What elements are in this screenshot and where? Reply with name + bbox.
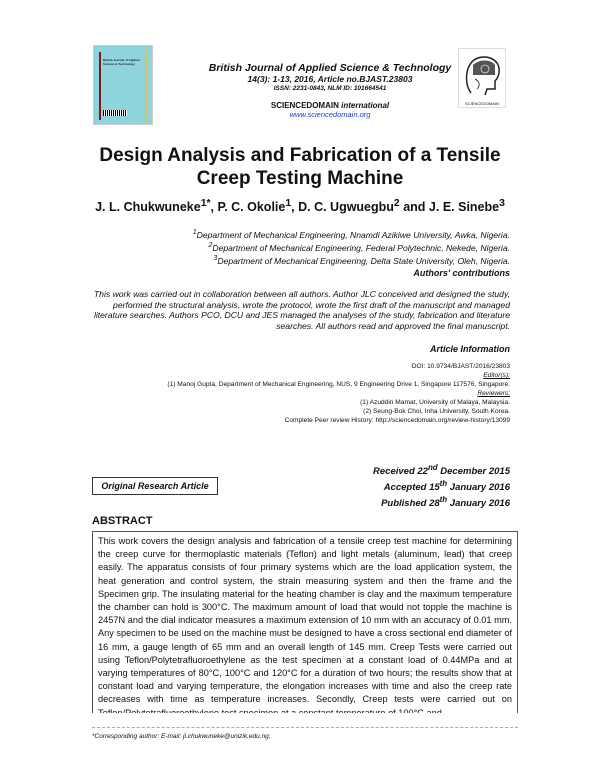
affiliation: 2Department of Mechanical Engineering, F… [100,240,510,253]
author-sup: 1 [285,198,292,209]
author-sup: 2 [393,198,400,209]
author-name: P. C. Okolie [217,200,286,215]
article-info: DOI: 10.9734/BJAST/2016/23803 Editor(s):… [100,362,510,425]
abstract-heading: ABSTRACT [92,515,153,527]
author-name: D. C. Ugwuegbu [298,200,394,215]
history-label: Complete Peer review History: [284,417,374,424]
published-rest: January 2016 [447,498,510,510]
contributions-text: This work was carried out in collaborati… [93,289,510,331]
published-label: Published 28 [381,498,440,510]
volume-info: 14(3): 1-13, 2016, Article no.BJAST.2380… [247,74,413,84]
affiliation-sup: 3 [213,253,218,262]
received-sup: nd [427,463,438,472]
received-label: Received 22 [373,466,428,478]
affiliation-sup: 1 [192,228,197,236]
barcode-icon [103,110,127,116]
cover-spine [99,52,101,120]
received-date: Received 22nd December 2015 [330,462,510,478]
publisher-suffix: international [341,101,390,110]
received-rest: December 2015 [437,466,510,478]
published-date: Published 28th January 2016 [330,494,510,510]
article-type-box: Original Research Article [92,477,218,495]
review-history-link[interactable]: http://sciencedomain.org/review-history/… [375,417,510,424]
author-name: J. E. Sinebe [428,200,500,215]
affiliation: 1Department of Mechanical Engineering, N… [100,227,510,240]
journal-name: British Journal of Applied Science & Tec… [208,62,452,74]
author-sup: 3 [499,198,505,209]
publisher: SCIENCEDOMAIN international [160,101,500,110]
issn: ISSN: 2231-0843, NLM ID: 101664541 [273,85,387,92]
contributions-heading: Authors' contributions [413,268,510,278]
affiliation-text: Department of Mechanical Engineering, Nn… [196,229,510,240]
abstract-text: This work covers the design analysis and… [92,531,518,713]
dates: Received 22nd December 2015 Accepted 15t… [330,462,510,510]
footnote-divider [92,727,518,728]
logo-caption: SCIENCEDOMAIN [465,101,499,106]
journal-cover-image: British Journal of Applied Science & Tec… [93,45,153,125]
cover-title: British Journal of Applied Science & Tec… [103,58,140,66]
affiliation: 3Department of Mechanical Engineering, D… [100,253,510,266]
publisher-name: SCIENCEDOMAIN [270,101,339,110]
sciencedomain-logo: SCIENCEDOMAIN [458,48,506,108]
accepted-sup: th [439,479,448,489]
reviewers-label: Reviewers: [477,390,510,397]
authors-and: and [403,200,426,215]
affiliation-text: Department of Mechanical Engineering, Fe… [212,242,510,253]
journal-header: British Journal of Applied Science & Tec… [160,62,500,119]
affiliation-sup: 2 [208,240,213,249]
accepted-rest: January 2016 [447,482,510,494]
doi: DOI: 10.9734/BJAST/2016/23803 [411,363,510,370]
cover-stripe [145,50,147,122]
author-list: J. L. Chukwuneke1*, P. C. Okolie1, D. C.… [95,198,505,215]
accepted-date: Accepted 15th January 2016 [330,478,510,494]
website-link[interactable]: www.sciencedomain.org [289,110,371,119]
accepted-label: Accepted 15 [383,482,440,494]
reviewer: (1) Azuddin Mamat, University of Malaya,… [360,399,510,406]
reviewer: (2) Seung-Bok Choi, Inha University, Sou… [363,408,510,415]
author-sup: 1* [200,198,211,209]
affiliation-text: Department of Mechanical Engineering, De… [217,255,510,266]
head-icon [465,56,500,96]
affiliations: 1Department of Mechanical Engineering, N… [100,227,510,266]
paper-title: Design Analysis and Fabrication of a Ten… [99,145,501,189]
article-info-heading: Article Information [429,344,510,354]
editor: (1) Manoj Gupta, Department of Mechanica… [167,381,510,388]
author-name: J. L. Chukwuneke [95,200,201,215]
corresponding-author-footnote: *Corresponding author: E-mail: jl.chukwu… [92,733,271,740]
published-sup: th [439,495,448,505]
editors-label: Editor(s): [483,372,510,379]
